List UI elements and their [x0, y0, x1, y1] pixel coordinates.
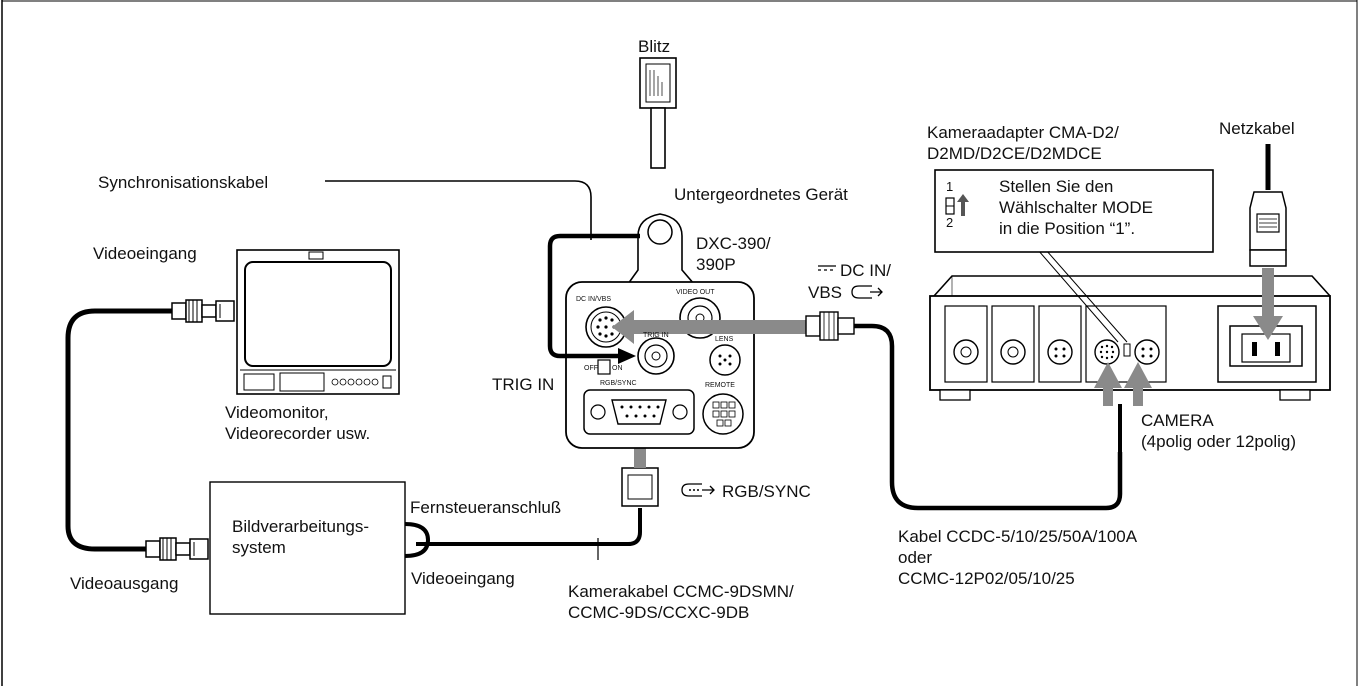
dsub-plug — [621, 467, 659, 507]
flash-unit — [639, 57, 677, 169]
video-cable-monitor — [65, 308, 175, 552]
power-plug — [1249, 191, 1287, 267]
arrow-camera-12pin — [1094, 362, 1122, 406]
arrow-power — [1253, 268, 1283, 340]
cam-rgb-sync-small: RGB/SYNC — [600, 380, 637, 387]
flash-label: Blitz — [638, 37, 671, 56]
rgb-sync-label: RGB/SYNC — [722, 482, 811, 501]
cam-video-out-small: VIDEO OUT — [676, 289, 715, 296]
power-cable-label: Netzkabel — [1219, 119, 1295, 138]
sync-cable-line — [325, 180, 592, 240]
trigger-cable — [547, 233, 640, 359]
dc-in-vbs-label: DC IN/ VBS — [808, 260, 891, 304]
video-output-label: Videoausgang — [70, 574, 179, 593]
sync-cable-label: Synchronisationskabel — [98, 173, 269, 192]
dc-in-plug — [805, 311, 855, 341]
camera-model-label: DXC-390/ 390P — [696, 234, 771, 274]
mode-note-box — [934, 169, 1214, 253]
remote-connector-label: Fernsteueranschluß — [410, 498, 562, 517]
ccdc-cable — [854, 323, 1123, 511]
mode-switch-pos-1: 1 — [946, 179, 954, 194]
rgb-sync-icon — [681, 483, 715, 497]
cam-dc-in-small: DC IN/VBS — [576, 296, 612, 303]
arrow-camera-4pin — [1124, 362, 1152, 406]
bnc-plug-monitor — [171, 299, 235, 323]
bnc-plug-system — [145, 537, 209, 561]
remote-cable-loop — [404, 522, 431, 558]
slave-device-label: Untergeordnetes Gerät — [674, 185, 848, 204]
cam-lens-small: LENS — [715, 336, 734, 343]
ccdc-cable-label: Kabel CCDC-5/10/25/50A/100A oder CCMC-12… — [898, 527, 1138, 588]
video-input-system-label: Videoeingang — [411, 569, 515, 588]
video-monitor — [236, 249, 400, 395]
mode-callout-line-1 — [1037, 249, 1119, 343]
mode-switch-icon — [945, 194, 969, 216]
camera-cable-9pin — [416, 508, 642, 546]
arrow-dc-in — [612, 310, 806, 344]
mode-callout-line-2 — [1045, 249, 1128, 343]
cam-remote-small: REMOTE — [705, 382, 735, 389]
camera-connector-label: CAMERA (4polig oder 12polig) — [1141, 411, 1296, 451]
cam-off-small: OFF — [584, 365, 598, 372]
cam-on-small: ON — [612, 365, 623, 372]
trigger-cable-arrow — [618, 348, 636, 364]
input-arrow-icon — [851, 285, 883, 299]
video-monitor-label: Videomonitor, Videorecorder usw. — [225, 403, 371, 443]
video-input-monitor-label: Videoeingang — [93, 244, 197, 263]
dc-in-vbs-text: DC IN/ VBS — [808, 261, 891, 302]
camera-adapter — [929, 275, 1331, 401]
adapter-label: Kameraadapter CMA-D2/ D2MD/D2CE/D2MDCE — [927, 123, 1119, 163]
camera-cable-label: Kamerakabel CCMC-9DSMN/ CCMC-9DS/CCXC-9D… — [568, 582, 794, 622]
dc-symbol-icon — [818, 265, 836, 271]
cam-trig-in-small: TRIG IN — [643, 332, 669, 339]
mode-note-text: Stellen Sie den Wählschalter MODE in die… — [999, 177, 1153, 238]
image-processing-system-box — [209, 481, 406, 615]
mode-switch-pos-2: 2 — [946, 215, 954, 230]
image-system-label: Bildverarbeitungs- system — [232, 517, 370, 557]
trig-in-label: TRIG IN — [492, 375, 555, 394]
